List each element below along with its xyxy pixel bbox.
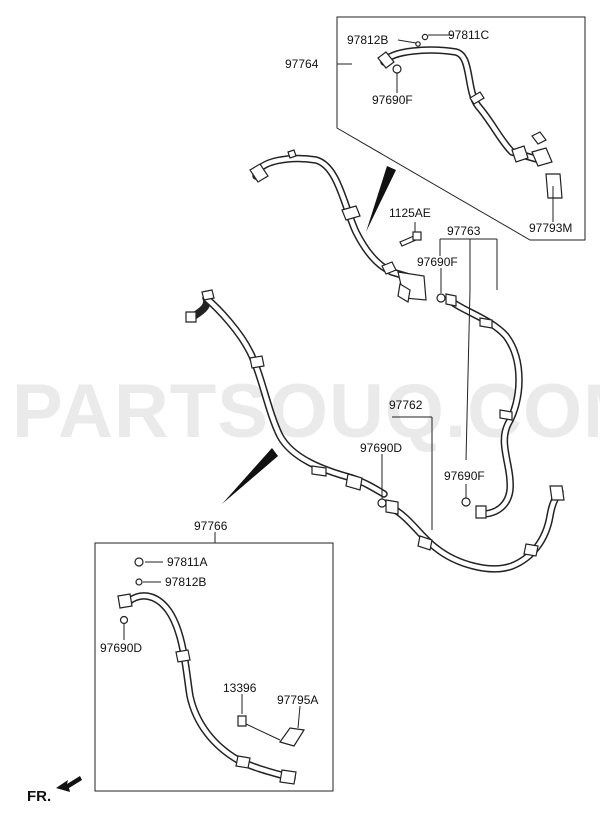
o-ring-97690f-low (461, 497, 471, 507)
o-ring-97690f-top (392, 64, 402, 74)
direction-label: FR. (27, 788, 51, 805)
label-97764: 97764 (285, 57, 319, 71)
leader-wedge-top (366, 166, 396, 232)
bracket-97795a (279, 727, 305, 747)
hose-97763 (445, 293, 523, 519)
label-97690f-mid: 97690F (417, 255, 458, 269)
label-97763: 97763 (447, 224, 481, 238)
label-97793m: 97793M (529, 221, 572, 235)
label-13396: 13396 (223, 681, 257, 695)
label-97795a: 97795A (277, 693, 318, 707)
bolt-1125ae (399, 231, 422, 247)
label-97690d-mid: 97690D (360, 441, 402, 455)
label-97690f-top: 97690F (372, 93, 413, 107)
hose-97764 (377, 46, 563, 199)
label-97812b-top: 97812B (347, 33, 388, 47)
nut-13396 (237, 715, 247, 727)
clip-97811a (134, 557, 144, 567)
label-97690f-low: 97690F (444, 469, 485, 483)
leader-wedge-mid (222, 448, 278, 504)
clip-97812b-bot (135, 578, 143, 586)
o-ring-97690d-bot (119, 615, 129, 625)
clip-97811c-top (421, 33, 429, 41)
o-ring-97690f-mid (436, 293, 446, 303)
label-97811c-top: 97811C (448, 28, 489, 42)
label-97811a: 97811A (167, 555, 207, 569)
clip-97812b-top (415, 41, 421, 47)
hose-97766 (117, 592, 297, 785)
o-ring-97690d-mid (377, 498, 387, 508)
front-arrow-icon (56, 776, 82, 792)
detail-box-bottom (94, 542, 334, 792)
label-97812b-bot: 97812B (165, 575, 206, 589)
label-1125ae: 1125AE (389, 206, 431, 220)
hose-upper-main (249, 149, 427, 303)
hose-left-long (185, 289, 388, 498)
label-97762: 97762 (389, 398, 423, 412)
label-97690d-bot: 97690D (100, 641, 142, 655)
label-97766: 97766 (194, 519, 228, 533)
detail-box-top (336, 16, 586, 241)
hose-97762 (385, 485, 565, 573)
